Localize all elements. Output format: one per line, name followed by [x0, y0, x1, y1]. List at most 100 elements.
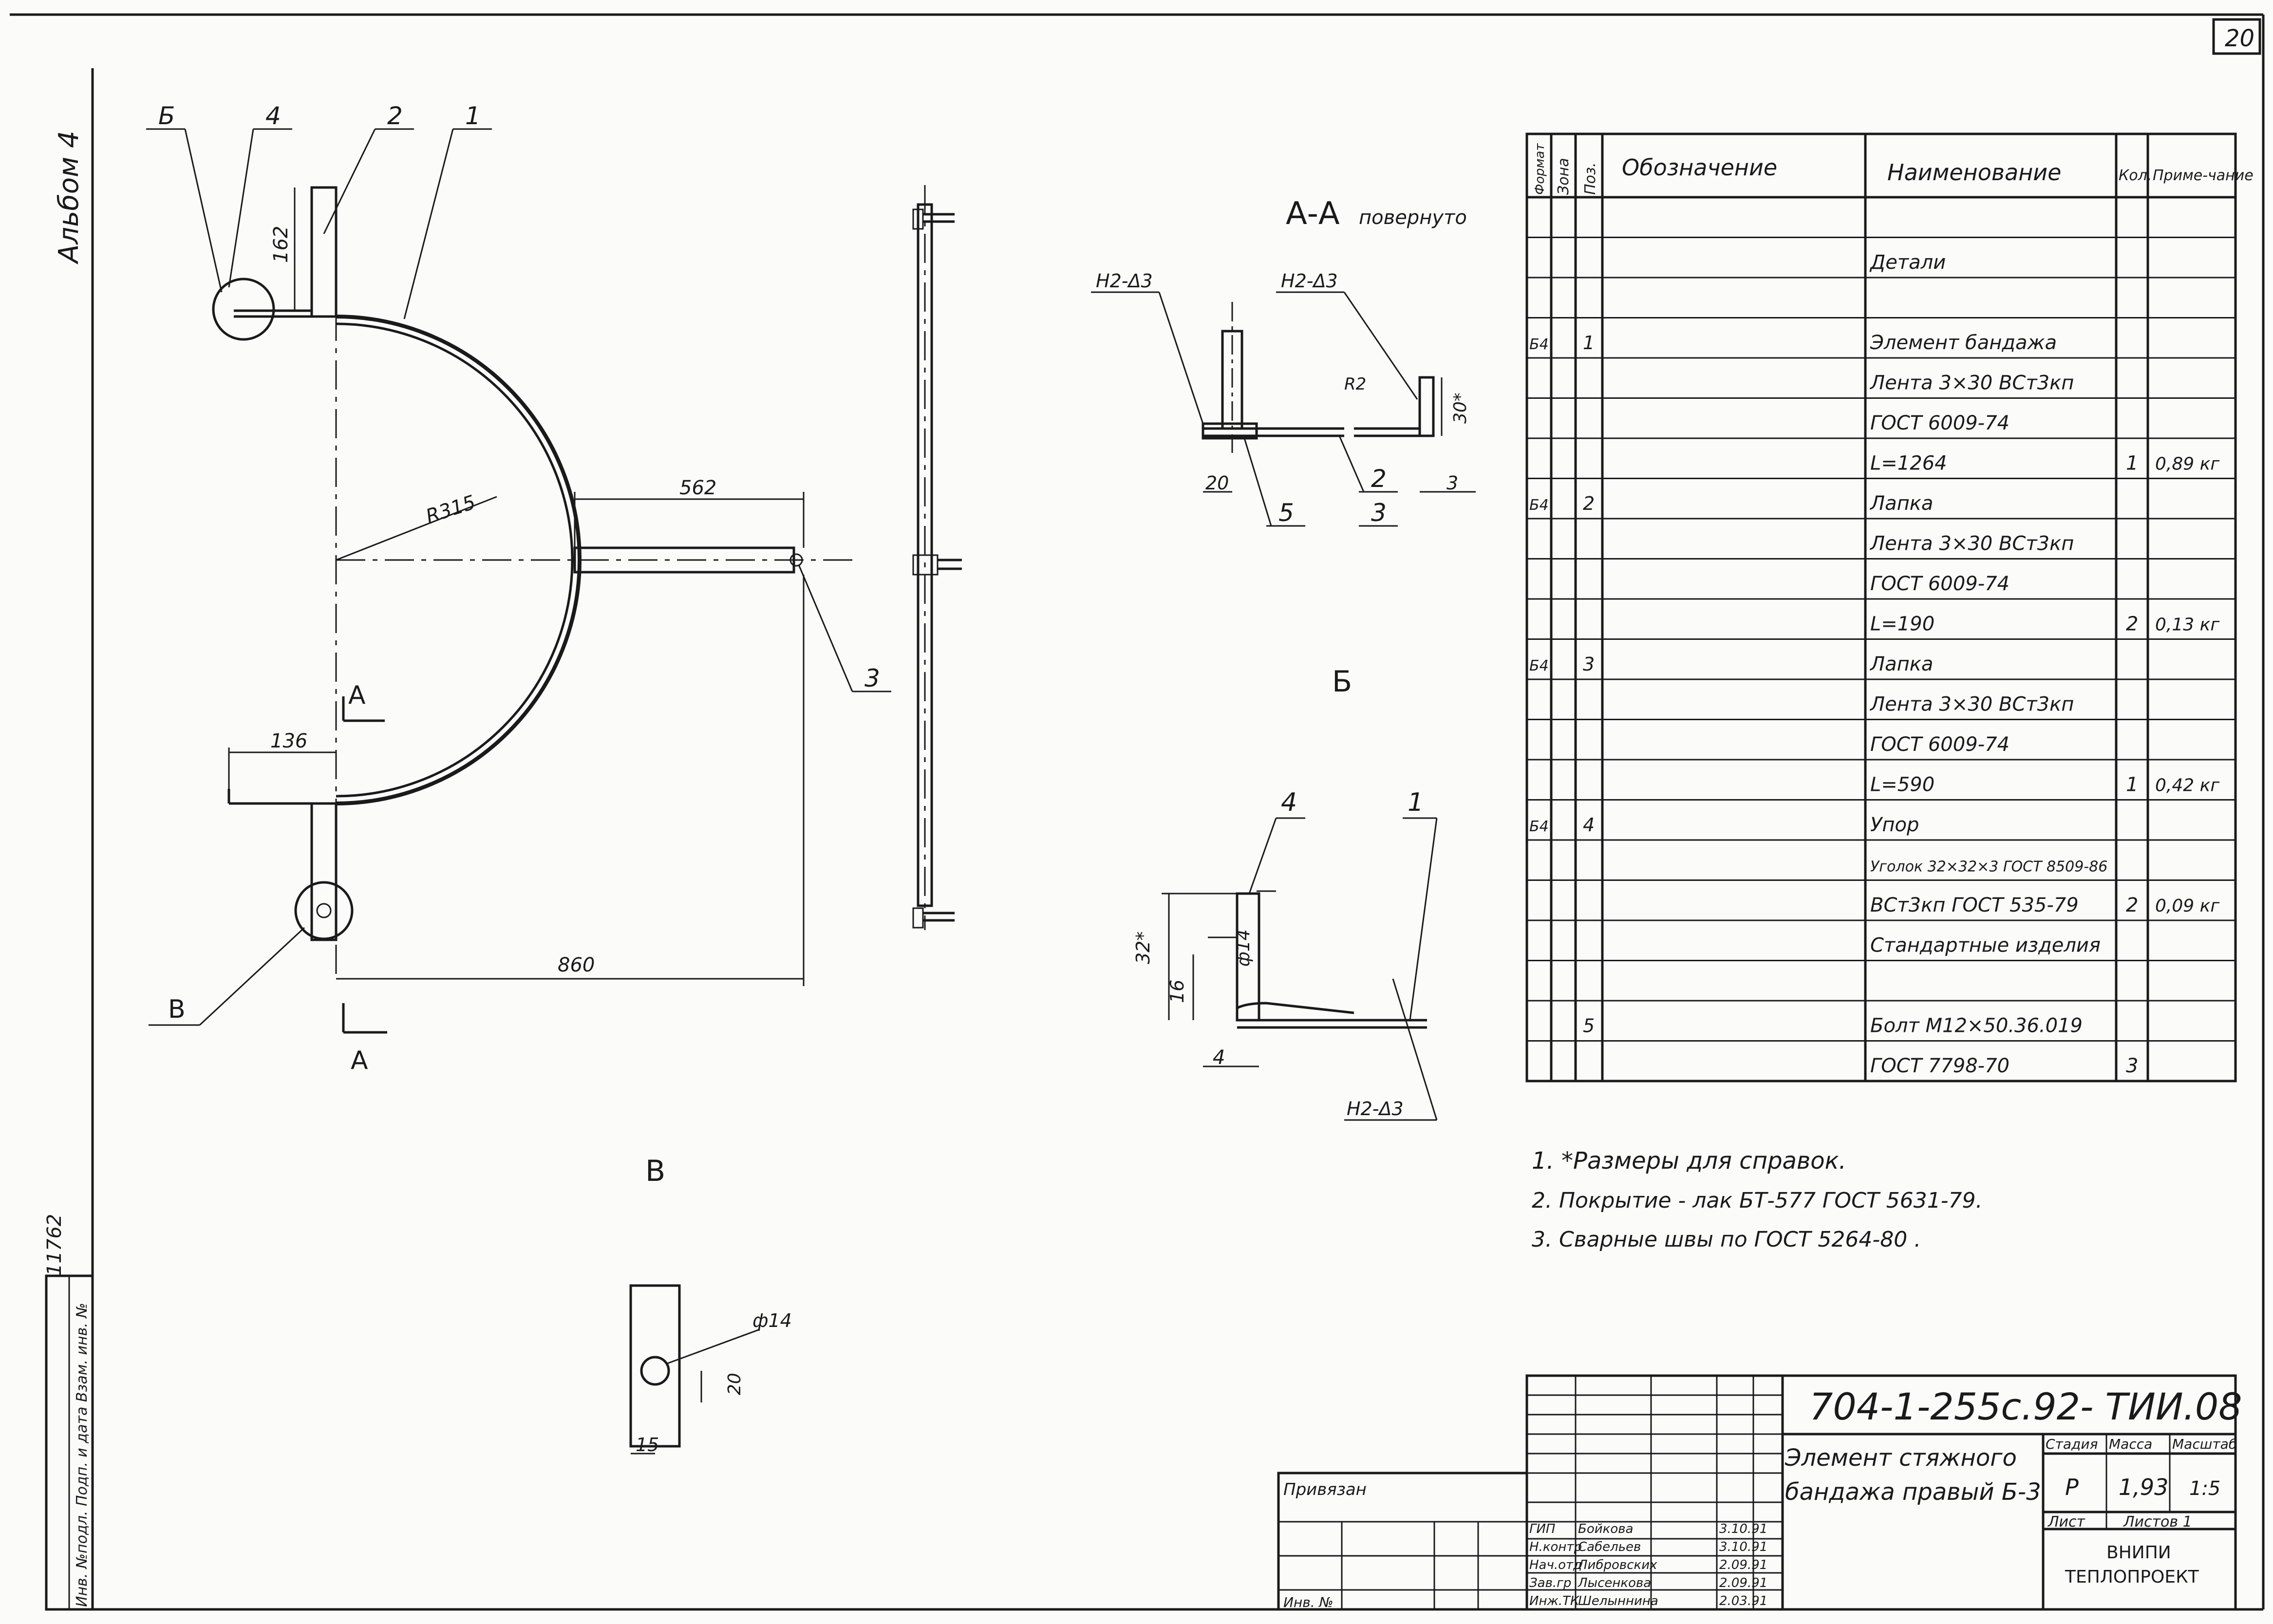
hole-diameter: ф14: [752, 1310, 792, 1331]
weld-right-label: Н2-Δ3: [1281, 270, 1338, 292]
signer-role: Инж.ТК: [1529, 1594, 1580, 1608]
dim-860: 860: [558, 954, 595, 976]
spec-row: Лента 3×30 ВСт3кп: [1869, 372, 2074, 394]
spec-name: Стандартные изделия: [1870, 934, 2101, 956]
spec-name: ГОСТ 7798-70: [1870, 1055, 2010, 1077]
spec-row: ГОСТ 6009-74: [1870, 733, 2010, 756]
detail-b-pos-1: 1: [1408, 788, 1424, 817]
callout-3: 3: [864, 664, 880, 692]
title-block: Привязан Инв. № 704-1-255с.92- ТИИ.08 Эл…: [1277, 1374, 2242, 1611]
note-2: 2. Покрытие - лак БТ-577 ГОСТ 5631-79.: [1532, 1188, 1982, 1213]
spec-name: Детали: [1869, 251, 1946, 274]
callout-4: 4: [265, 102, 281, 130]
inv-no-label: Инв. №: [1283, 1594, 1334, 1610]
radius-label: R315: [423, 491, 478, 528]
callout-b: Б: [158, 102, 175, 130]
dim-32: 32*: [1132, 932, 1154, 964]
mass-label: Масса: [2109, 1436, 2152, 1452]
detail-b-circle: [212, 278, 275, 341]
callout-2: 2: [387, 102, 403, 130]
detail-v-title: В: [645, 1154, 665, 1188]
header-qty: Кол.: [2119, 167, 2152, 184]
title-line-2: бандажа правый Б-3: [1785, 1478, 2041, 1506]
spec-row: ГОСТ 6009-74: [1870, 573, 2010, 595]
spec-format: Б4: [1529, 497, 1549, 514]
scale-label: Масштаб: [2172, 1436, 2237, 1452]
sheets-label: Листов 1: [2123, 1513, 2192, 1531]
spec-row: 5 Болт М12×50.36.019: [1583, 1014, 2083, 1037]
spec-name: Лапка: [1869, 653, 1933, 675]
dim-20: 20: [1205, 472, 1229, 494]
spec-name: L=1264: [1870, 452, 1947, 474]
spec-table: Формат Зона Поз. Обозначение Наименовани…: [1525, 132, 2254, 1083]
inventory-code: 11762: [43, 1214, 66, 1276]
note-1: 1. *Размеры для справок.: [1532, 1147, 1846, 1175]
spec-row: ГОСТ 6009-74: [1870, 412, 2010, 434]
stage-value: Р: [2065, 1474, 2079, 1500]
hole: [640, 1356, 670, 1386]
spec-name: L=590: [1870, 773, 1935, 796]
album-label: Альбом 4: [53, 131, 85, 264]
detail-b-weld: Н2-Δ3: [1347, 1098, 1404, 1120]
spec-name: ВСт3кп ГОСТ 535-79: [1870, 894, 2079, 916]
scale-value: 1:5: [2189, 1477, 2220, 1500]
spec-pos: 3: [1583, 653, 1595, 675]
dim-136: 136: [270, 730, 307, 752]
spec-name: Упор: [1870, 814, 1919, 836]
spec-format: Б4: [1529, 818, 1549, 835]
page-number-box: [2212, 18, 2261, 55]
spec-row: Детали: [1869, 251, 1946, 274]
aa-pos-3: 3: [1371, 499, 1387, 527]
sheet-frame: 20 Альбом 4 11762 Инв. №подл. Подп. и да…: [10, 13, 2265, 1611]
spec-name: Болт М12×50.36.019: [1870, 1014, 2083, 1037]
privyazan-label: Привязан: [1283, 1480, 1367, 1499]
callout-v: В: [168, 995, 186, 1024]
header-note: Приме-чание: [2153, 167, 2254, 184]
section-mark-bottom: А: [351, 1046, 368, 1075]
dim-phi14-b: ф14: [1234, 929, 1254, 967]
dim-20-v: 20: [725, 1373, 745, 1395]
section-mark-top: А: [348, 681, 366, 710]
detail-v: В ф14 20 15: [629, 1154, 792, 1456]
detail-b-pos-4: 4: [1281, 788, 1297, 817]
spec-name: ГОСТ 6009-74: [1870, 412, 2010, 434]
dim-3: 3: [1446, 472, 1458, 494]
signer-name: Бойкова: [1578, 1522, 1634, 1536]
spec-qty: 1: [2126, 452, 2138, 474]
spec-name: Лапка: [1869, 492, 1933, 515]
stage-label: Стадия: [2046, 1436, 2098, 1452]
spec-qty: 2: [2126, 613, 2138, 635]
side-view: [912, 185, 962, 930]
dim-562: 562: [679, 477, 716, 499]
left-stamp-text: Инв. №подл. Подп. и дата Взам. инв. №: [74, 1303, 91, 1607]
spec-note: 0,42 кг: [2155, 775, 2220, 795]
signer-date: 2.03.91: [1719, 1594, 1767, 1608]
spec-pos: 5: [1583, 1015, 1595, 1036]
signer-date: 3.10.91: [1719, 1522, 1767, 1536]
spec-note: 0,89 кг: [2155, 454, 2220, 474]
radius-r2: R2: [1344, 374, 1366, 394]
header-format: Формат: [1533, 143, 1547, 195]
signer-role: Н.контр: [1529, 1540, 1582, 1554]
band-arc: [336, 315, 582, 805]
spec-row: L=1264 1 0,89 кг: [1870, 452, 2220, 474]
spec-name: Лента 3×30 ВСт3кп: [1869, 372, 2074, 394]
signer-date: 2.09.91: [1719, 1558, 1767, 1572]
right-lug: [573, 546, 795, 574]
spec-qty: 2: [2126, 894, 2138, 916]
signer-name: Шелыннина: [1578, 1594, 1658, 1608]
section-aa-subtitle: повернуто: [1359, 206, 1467, 229]
spec-name: Лента 3×30 ВСт3кп: [1869, 532, 2074, 555]
header-pos: Поз.: [1582, 163, 1599, 195]
callout-1: 1: [465, 102, 481, 130]
detail-b: Б ф14 32* 16 4 4 1 Н2-Δ3: [1132, 665, 1438, 1121]
